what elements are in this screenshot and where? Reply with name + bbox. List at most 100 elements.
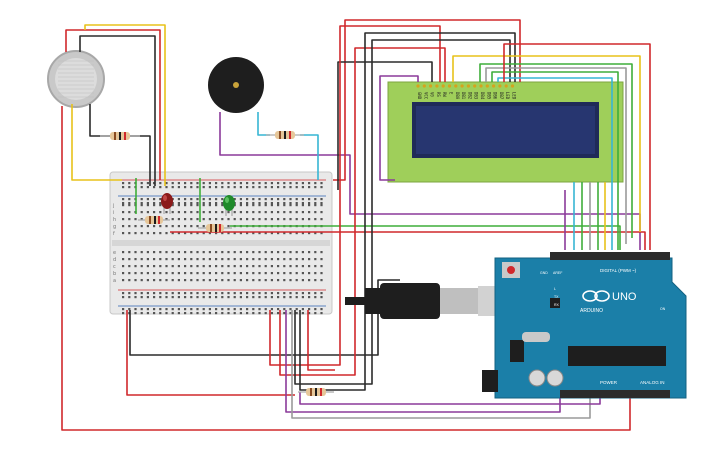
breadboard-hole — [159, 202, 162, 205]
lcd-pin[interactable] — [422, 84, 426, 88]
wire-black[interactable] — [294, 39, 511, 385]
breadboard-hole — [196, 182, 199, 185]
resistor[interactable] — [100, 132, 140, 140]
breadboard-hole — [308, 182, 311, 185]
breadboard-hole — [221, 202, 224, 205]
wire-green[interactable] — [230, 225, 621, 250]
breadboard-hole — [190, 182, 193, 185]
wire-red[interactable] — [307, 310, 335, 371]
wire-black[interactable] — [129, 279, 400, 356]
arduino-uno[interactable]: UNO ARDUINO DIGITAL (PWM ~) POWER ANALOG… — [482, 252, 687, 399]
wire-red[interactable] — [126, 310, 295, 396]
breadboard-hole — [140, 218, 143, 221]
power-jack[interactable] — [482, 370, 498, 392]
wire-red[interactable] — [269, 25, 441, 366]
breadboard-hole — [295, 232, 298, 235]
power-analog-header[interactable] — [560, 390, 670, 398]
breadboard-hole — [122, 251, 125, 254]
wire-red[interactable] — [65, 29, 161, 180]
breadboard-hole — [258, 251, 261, 254]
breadboard-hole — [246, 292, 249, 295]
lcd-pin[interactable] — [492, 84, 496, 88]
wire-yellow[interactable] — [452, 55, 641, 232]
breadboard-hole — [128, 308, 131, 311]
lcd-pin[interactable] — [441, 84, 445, 88]
wire-green[interactable] — [479, 63, 633, 238]
wire-red[interactable] — [61, 106, 631, 431]
breadboard-hole — [221, 204, 224, 207]
resistor[interactable] — [198, 224, 232, 232]
resistor[interactable] — [266, 131, 304, 139]
breadboard-hole — [301, 211, 304, 214]
resistor[interactable] — [298, 388, 334, 396]
breadboard-hole — [177, 279, 180, 282]
breadboard-hole — [239, 296, 242, 299]
breadboard-hole — [202, 279, 205, 282]
wire-red[interactable] — [333, 19, 521, 181]
lcd-pin[interactable] — [460, 84, 464, 88]
wire-purple[interactable] — [379, 75, 419, 181]
breadboard-hole — [196, 308, 199, 311]
gnd-label: GND — [540, 271, 548, 275]
wire-gray[interactable] — [485, 67, 627, 244]
breadboard[interactable]: j i h g f e d c b a — [109, 171, 333, 315]
breadboard-hole — [153, 279, 156, 282]
resistor[interactable] — [138, 216, 170, 224]
lcd-pin[interactable] — [510, 84, 515, 88]
wire-black[interactable] — [299, 32, 516, 391]
wire-black[interactable] — [337, 61, 433, 190]
wire-purple[interactable] — [299, 392, 601, 405]
breadboard-hole — [270, 292, 273, 295]
breadboard-hole — [233, 265, 236, 268]
lcd-pin[interactable] — [479, 84, 483, 88]
breadboard-hole — [202, 312, 205, 315]
breadboard-hole — [184, 279, 187, 282]
red-led[interactable] — [161, 193, 173, 214]
digital-header[interactable] — [550, 252, 670, 260]
wire-gray[interactable] — [291, 310, 591, 419]
green-led[interactable] — [223, 195, 235, 216]
lcd-pin[interactable] — [504, 84, 508, 88]
breadboard-hole — [146, 251, 149, 254]
breadboard-hole — [252, 211, 255, 214]
wire-black[interactable] — [79, 35, 156, 186]
usb-cable[interactable] — [345, 283, 510, 319]
wire-red[interactable] — [170, 231, 646, 250]
lcd-pin[interactable] — [498, 84, 502, 88]
wire-yellow[interactable] — [84, 24, 166, 186]
breadboard-hole — [146, 258, 149, 261]
breadboard-hole — [122, 198, 125, 201]
wire-red[interactable] — [279, 47, 446, 376]
breadboard-hole — [301, 182, 304, 185]
breadboard-hole — [264, 292, 267, 295]
wire-cyan[interactable] — [257, 112, 270, 136]
wire-yellow[interactable] — [71, 104, 122, 181]
wire-red[interactable] — [503, 43, 651, 250]
lcd-pin[interactable] — [435, 84, 439, 88]
breadboard-hole — [270, 211, 273, 214]
wire-cyan[interactable] — [497, 77, 613, 250]
breadboard-hole — [227, 312, 230, 315]
breadboard-hole — [239, 272, 242, 275]
lcd-pin[interactable] — [466, 84, 470, 88]
wire-green[interactable] — [491, 71, 619, 250]
breadboard-hole — [277, 279, 280, 282]
breadboard-hole — [159, 312, 162, 315]
lcd-pin[interactable] — [485, 84, 489, 88]
breadboard-hole — [196, 272, 199, 275]
breadboard-hole — [159, 204, 162, 207]
breadboard-hole — [289, 202, 292, 205]
breadboard-hole — [153, 251, 156, 254]
piezo-buzzer[interactable] — [208, 57, 264, 113]
brand-label: ARDUINO — [580, 308, 603, 314]
lcd-pin[interactable] — [447, 84, 452, 88]
lcd-pin[interactable] — [416, 84, 420, 88]
gas-sensor[interactable] — [47, 50, 105, 108]
lcd-pin[interactable] — [429, 84, 433, 88]
breadboard-hole — [221, 265, 224, 268]
wire-cyan[interactable] — [300, 134, 319, 180]
lcd-pin[interactable] — [473, 84, 477, 88]
lcd-pin[interactable] — [454, 84, 458, 88]
breadboard-hole — [246, 186, 249, 189]
